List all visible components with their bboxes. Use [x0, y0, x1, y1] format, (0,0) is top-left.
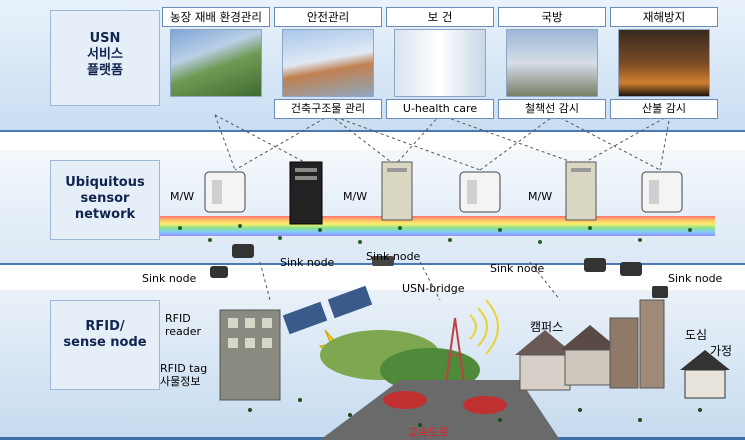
rfid-reader-line1: RFID — [165, 312, 191, 325]
sink-node-label: Sink node — [142, 272, 197, 285]
service-subtitle: 철책선 감시 — [498, 99, 606, 119]
sink-node-device — [210, 266, 228, 278]
service-farm: 농장 재배 환경관리 — [162, 7, 270, 125]
service-defense: 국방 철책선 감시 — [498, 7, 606, 125]
middleware-label-1: M/W — [170, 190, 195, 203]
server-tower-icon-2 — [565, 161, 597, 221]
usn-label-line1: USN — [89, 31, 121, 46]
sink-node-device — [652, 286, 668, 298]
sink-node-label: Sink node — [366, 250, 421, 263]
ubi-label-line1: Ubiquitous — [65, 175, 145, 190]
highway-road — [320, 380, 560, 440]
service-subtitle: 산불 감시 — [610, 99, 718, 119]
city-buildings — [219, 309, 281, 401]
usn-platform-label: USN 서비스 플랫폼 — [50, 10, 160, 106]
radio-tower-icon — [444, 317, 466, 391]
usn-label-line2: 서비스 — [87, 47, 123, 62]
signal-waves — [469, 299, 499, 355]
middleware-label-2: M/W — [343, 190, 368, 203]
satellite-icon — [282, 285, 373, 335]
rfid-tag-line1: RFID tag — [160, 362, 208, 375]
server-tower-icon-1 — [381, 161, 413, 221]
service-title: 보 건 — [386, 7, 494, 27]
wildfire-photo — [618, 29, 710, 97]
sink-node-label: Sink node — [668, 272, 723, 285]
campus-label: 캠퍼스 — [530, 320, 564, 334]
highway-label: 고속도로 — [408, 426, 449, 439]
rfid-label-line2: sense node — [63, 335, 147, 350]
usn-label-line3: 플랫폼 — [87, 63, 123, 78]
gateway-device-3 — [641, 171, 683, 213]
sink-node-device — [584, 258, 606, 272]
farm-photo — [170, 29, 262, 97]
gateway-device-1 — [204, 171, 246, 213]
service-disaster: 재해방지 산불 감시 — [610, 7, 718, 125]
service-health: 보 건 U-health care — [386, 7, 494, 125]
downtown-towers — [609, 299, 665, 389]
service-title: 안전관리 — [274, 7, 382, 27]
sink-node-device — [232, 244, 254, 258]
sink-node-label: Sink node — [280, 256, 335, 269]
bridge-device — [372, 256, 394, 266]
ubi-label-line2: sensor — [80, 191, 130, 206]
city-label: 도심 — [685, 328, 708, 342]
rfid-reader-line2: reader — [165, 325, 202, 338]
ubi-label-line3: network — [74, 207, 136, 222]
service-title: 농장 재배 환경관리 — [162, 7, 270, 27]
service-title: 재해방지 — [610, 7, 718, 27]
bridge-photo — [282, 29, 374, 97]
gateway-device-2 — [459, 171, 501, 213]
ubiquitous-network-label: Ubiquitous sensor network — [50, 160, 160, 240]
home-house — [680, 350, 730, 399]
home-label: 가정 — [710, 344, 733, 358]
doctor-photo — [394, 29, 486, 97]
service-subtitle: U-health care — [386, 99, 494, 119]
sink-node-label: Sink node — [490, 262, 545, 275]
rfid-sense-node-label: RFID/ sense node — [50, 300, 160, 390]
rfid-reader-label: RFID reader — [165, 312, 201, 338]
middleware-label-3: M/W — [528, 190, 553, 203]
server-rack-icon — [289, 161, 323, 225]
rfid-tag-line2: 사물정보 — [160, 375, 201, 388]
service-title: 국방 — [498, 7, 606, 27]
service-safety: 안전관리 건축구조물 관리 — [274, 7, 382, 125]
rfid-tag-label: RFID tag 사물정보 — [160, 362, 207, 388]
rfid-label-line1: RFID/ — [85, 319, 125, 334]
service-subtitle: 건축구조물 관리 — [274, 99, 382, 119]
soldier-photo — [506, 29, 598, 97]
sink-node-device — [620, 262, 642, 276]
campus-houses — [515, 325, 620, 391]
usn-bridge-label: USN-bridge — [402, 282, 465, 295]
